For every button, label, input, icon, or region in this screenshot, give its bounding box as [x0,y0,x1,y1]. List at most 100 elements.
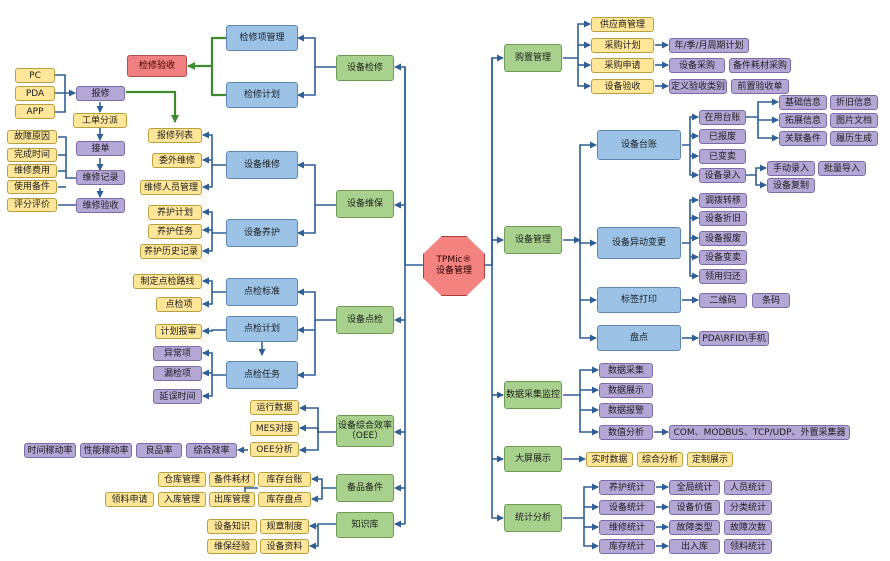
node-label-print[interactable]: 标签打印 [597,287,681,313]
node-knowledge-base[interactable]: 知识库 [336,512,394,538]
node-data-collection[interactable]: 数据采集 [599,363,653,378]
node-history-generation[interactable]: 履历生成 [830,131,878,146]
node-delay-time[interactable]: 延误时间 [153,389,202,404]
node-category-stats[interactable]: 分类统计 [724,500,772,515]
node-supplier-mgmt[interactable]: 供应商管理 [591,17,654,32]
node-regulations[interactable]: 规章制度 [260,519,309,534]
node-upkeep-history[interactable]: 养护历史记录 [140,244,202,259]
node-protocols[interactable]: COM、MODBUS、TCP/UDP、外置采集器 [669,425,850,440]
node-depreciation-info[interactable]: 折旧信息 [830,95,878,110]
node-time-utilization[interactable]: 时间稼动率 [24,443,76,458]
node-in-out-stock[interactable]: 出入库 [669,539,720,554]
node-equipment-repair[interactable]: 设备维修 [226,151,298,179]
node-purchase-plan[interactable]: 采购计划 [591,38,654,53]
node-equipment-entry[interactable]: 设备录入 [699,168,746,183]
node-image-docs[interactable]: 图片文档 [830,113,878,128]
node-missed-item[interactable]: 漏检项 [153,366,202,381]
node-transfer[interactable]: 调拨转移 [699,193,747,208]
node-equipment-stats[interactable]: 设备统计 [599,500,655,515]
node-borrow-return[interactable]: 领用归还 [699,269,747,284]
node-scrap[interactable]: 设备报废 [699,231,747,246]
node-equipment-purchase[interactable]: 设备采购 [669,58,725,73]
node-sold[interactable]: 已变卖 [699,149,746,164]
node-oee[interactable]: 设备综合效率 （OEE） [336,415,394,447]
node-fault-count[interactable]: 故障次数 [724,520,772,535]
node-accept-order[interactable]: 接单 [76,141,125,156]
node-qr-code[interactable]: 二维码 [699,293,747,308]
node-equipment-mgmt[interactable]: 设备管理 [504,226,562,254]
node-abnormal-item[interactable]: 异常项 [153,346,202,361]
channel-app[interactable]: APP [15,104,55,119]
node-pda-rfid-phone[interactable]: PDA\RFID\手机 [699,331,769,346]
node-equipment-upkeep[interactable]: 设备养护 [226,219,298,247]
node-stock-stats[interactable]: 库存统计 [599,539,655,554]
node-sale[interactable]: 设备变卖 [699,250,747,265]
node-inventory-count[interactable]: 盘点 [597,325,681,351]
node-define-acceptance-type[interactable]: 定义验收类别 [669,79,727,94]
node-manual-entry[interactable]: 手动录入 [767,161,815,176]
node-warehouse-mgmt[interactable]: 仓库管理 [158,472,206,487]
node-depreciation[interactable]: 设备折旧 [699,211,747,226]
node-purchase-mgmt[interactable]: 购置管理 [504,44,562,72]
node-plan-review[interactable]: 计划报审 [155,324,202,339]
field-used-spares[interactable]: 使用备件 [7,180,57,194]
node-big-screen[interactable]: 大屏展示 [504,446,562,472]
node-outbound-mgmt[interactable]: 出库管理 [209,492,255,507]
node-mes-integration[interactable]: MES对接 [250,421,299,436]
node-repair-list[interactable]: 报修列表 [148,128,202,143]
node-equipment-copy[interactable]: 设备复制 [767,178,815,193]
node-scrapped[interactable]: 已报废 [699,129,746,144]
node-material-request[interactable]: 领料申请 [105,492,154,507]
node-define-route[interactable]: 制定点检路线 [133,274,202,289]
node-report-repair[interactable]: 报修 [76,86,125,101]
node-check-item[interactable]: 点检项 [156,297,202,312]
node-spare-parts[interactable]: 备品备件 [336,474,394,502]
node-barcode[interactable]: 条码 [752,293,790,308]
node-stock-count[interactable]: 库存盘点 [258,492,311,507]
node-yield-rate[interactable]: 良品率 [136,443,182,458]
node-spot-check-standard[interactable]: 点检标准 [226,278,298,306]
node-purchase-request[interactable]: 采购申请 [591,58,654,73]
node-stock-ledger[interactable]: 库存台账 [258,472,311,487]
node-repair-stats[interactable]: 维修统计 [599,520,655,535]
node-upkeep-plan[interactable]: 养护计划 [148,205,202,220]
node-performance-utilization[interactable]: 性能稼动率 [80,443,132,458]
center-node-tpmic[interactable]: TPMic® 设备管理 [423,236,485,296]
node-spare-purchase[interactable]: 备件耗材采购 [729,58,791,73]
node-repair-staff-mgmt[interactable]: 维修人员管理 [140,180,202,195]
node-oee-analysis[interactable]: OEE分析 [250,442,299,457]
node-equipment-knowledge[interactable]: 设备知识 [207,519,257,534]
field-fault-cause[interactable]: 故障原因 [7,130,57,144]
node-inbound-mgmt[interactable]: 入库管理 [158,492,206,507]
node-repair-record[interactable]: 维修记录 [76,170,125,185]
field-finish-time[interactable]: 完成时间 [7,148,57,162]
node-value-analysis[interactable]: 数值分析 [599,425,653,440]
node-inspection-item-mgmt[interactable]: 检修项管理 [226,25,298,51]
channel-pc[interactable]: PC [15,68,55,83]
node-global-stats[interactable]: 全局统计 [669,480,720,495]
node-custom-display[interactable]: 定制展示 [687,452,733,467]
channel-pda[interactable]: PDA [15,86,55,101]
node-spare-consumables[interactable]: 备件耗材 [209,472,255,487]
node-inspection-plan[interactable]: 检修计划 [226,82,298,108]
node-data-display[interactable]: 数据展示 [599,383,653,398]
node-overall-efficiency[interactable]: 综合效率 [186,443,237,458]
node-cycle-plan[interactable]: 年/季/月周期计划 [669,38,749,53]
node-work-order-dispatch[interactable]: 工单分派 [73,113,127,128]
node-repair-acceptance[interactable]: 维修验收 [76,198,125,213]
node-data-alarm[interactable]: 数据报警 [599,403,653,418]
node-equipment-acceptance[interactable]: 设备验收 [591,79,654,94]
node-in-use-ledger[interactable]: 在用台账 [699,110,746,125]
node-inspection-acceptance[interactable]: 检修验收 [127,55,187,77]
node-batch-import[interactable]: 批量导入 [818,161,866,176]
node-spot-check[interactable]: 设备点检 [336,306,394,334]
node-upkeep-stats[interactable]: 养护统计 [599,480,655,495]
node-requisition-stats[interactable]: 领料统计 [724,539,772,554]
node-staff-stats[interactable]: 人员统计 [724,480,772,495]
node-maintenance-experience[interactable]: 维保经验 [207,539,257,554]
node-fault-type[interactable]: 故障类型 [669,520,720,535]
node-equipment-inspection[interactable]: 设备检修 [336,55,394,81]
node-pre-acceptance-form[interactable]: 前置验收单 [731,79,789,94]
node-related-spares[interactable]: 关联备件 [779,131,827,146]
node-equipment-maintenance[interactable]: 设备维保 [336,190,394,218]
